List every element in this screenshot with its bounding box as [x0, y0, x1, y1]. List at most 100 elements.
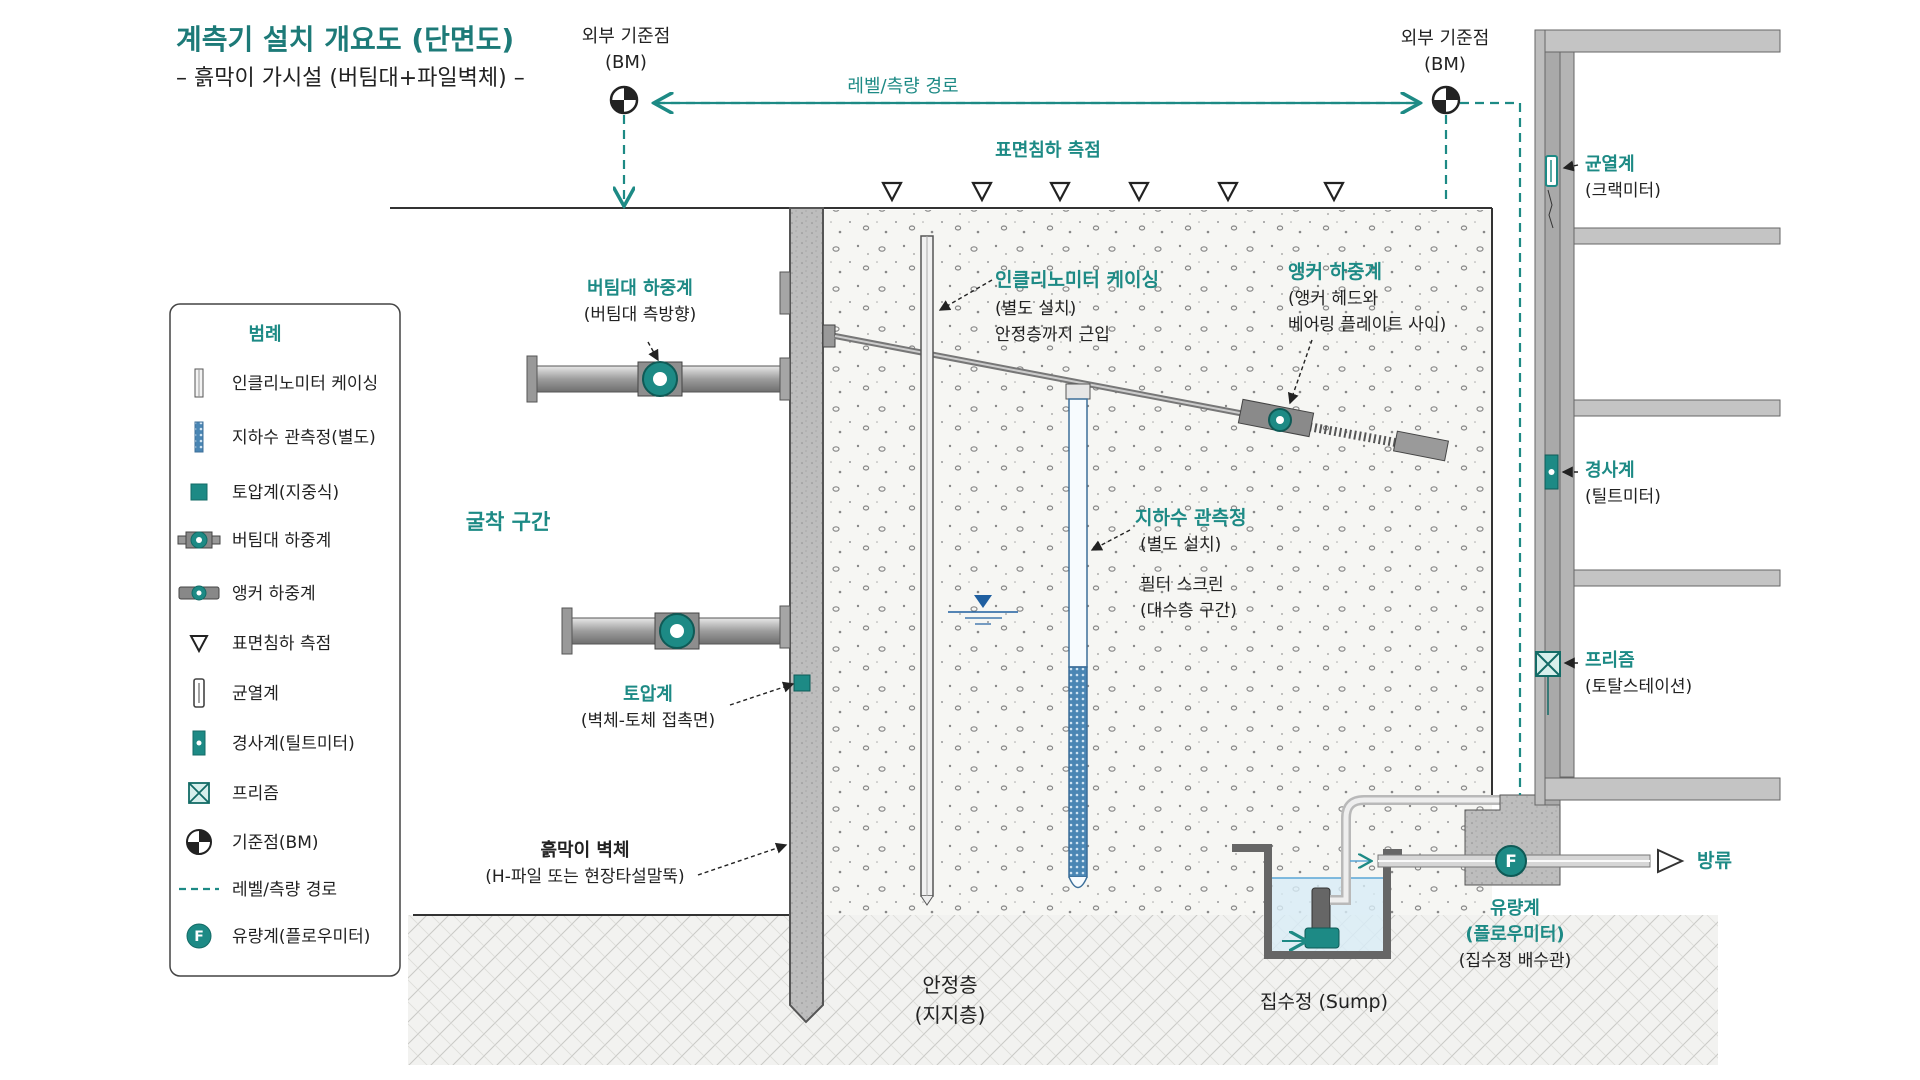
- legend-item: 인클리노미터 케이싱: [194, 368, 378, 398]
- legend-item-label: 인클리노미터 케이싱: [232, 374, 378, 394]
- strut-load-cell-lower-icon: [659, 613, 695, 649]
- legend-item: F 유량계(플로우미터): [186, 923, 370, 949]
- settlement-point-icon: [1217, 181, 1239, 203]
- settlement-point-icon: [189, 635, 209, 654]
- prism-icon: [188, 782, 210, 804]
- groundwater-line2: 필터 스크린: [1140, 575, 1224, 595]
- inclinometer-title: 인클리노미터 케이싱: [995, 269, 1159, 291]
- prism-title: 프리즘: [1585, 650, 1635, 671]
- legend-item-label: 토압계(지중식): [232, 483, 339, 503]
- bm-right-sub: (BM): [1424, 54, 1466, 75]
- settlement-point-icon: [1323, 181, 1345, 203]
- page-title: 계측기 설치 개요도 (단면도): [176, 23, 515, 56]
- tiltmeter-title: 경사계: [1585, 460, 1635, 481]
- inclinometer-casing-icon: [194, 368, 204, 398]
- earth-pressure-sub: (벽체-토체 접촉면): [581, 711, 715, 731]
- bm-left-sub: (BM): [605, 52, 647, 73]
- water-level-icon: [948, 595, 1018, 625]
- legend-item: 토압계(지중식): [190, 483, 339, 503]
- inclinometer-line1: (별도 설치): [995, 299, 1076, 319]
- stable-layer-line2: (지지층): [915, 1003, 986, 1027]
- surface-settlement-label: 표면침하 측점: [995, 140, 1101, 161]
- legend-item-label: 레벨/측량 경로: [232, 880, 337, 900]
- legend-item-label: 기준점(BM): [232, 833, 319, 853]
- groundwater-line1: (별도 설치): [1140, 535, 1221, 555]
- settlement-point-icon: [971, 181, 993, 203]
- anchor-load-cell-icon: [1237, 398, 1315, 438]
- legend-item: 표면침하 측점: [189, 634, 331, 654]
- settlement-point-icon: [1128, 181, 1150, 203]
- tiltmeter-icon: [192, 730, 206, 756]
- legend-item-label: 프리즘: [232, 784, 279, 804]
- groundwater-title: 지하수 관측정: [1135, 507, 1247, 529]
- crack-gauge-title: 균열계: [1585, 154, 1635, 175]
- legend-item: 균열계: [193, 678, 279, 708]
- sump-pit-wall: [1232, 844, 1402, 959]
- inclinometer-line2: 안정층까지 근입: [995, 325, 1110, 345]
- flowmeter-title: 유량계: [1490, 898, 1540, 919]
- earth-pressure-cell-icon: [190, 483, 208, 501]
- strut-load-cell-icon: [177, 531, 221, 549]
- legend-item-label: 지하수 관측정(별도): [232, 428, 376, 448]
- legend-item-label: 유량계(플로우미터): [232, 927, 370, 947]
- level-survey-path: [624, 103, 1522, 795]
- anchor-load-cell-title: 앵커 하중계: [1288, 261, 1382, 283]
- surface-settlement-points: [881, 181, 1345, 203]
- bm-right-label: 외부 기준점: [1401, 28, 1490, 49]
- crack-gauge-icon: [193, 678, 205, 708]
- legend-item-label: 균열계: [232, 684, 279, 704]
- sump-pump-icon: [1304, 795, 1500, 949]
- strut-load-cell-title: 버팀대 하중계: [587, 278, 693, 299]
- excavation-label: 굴착 구간: [466, 510, 551, 534]
- adjacent-building: [1534, 29, 1781, 806]
- anchor-load-cell-line2: 베어링 플레이트 사이): [1288, 315, 1446, 335]
- legend-item-label: 경사계(틸트미터): [232, 734, 355, 754]
- anchor-load-cell-icon: [178, 585, 220, 601]
- legend-item-label: 앵커 하중계: [232, 584, 316, 604]
- sump-label: 집수정 (Sump): [1260, 991, 1388, 1013]
- anchor-load-cell-line1: (앵커 헤드와: [1288, 289, 1379, 309]
- discharge-label: 방류: [1697, 850, 1732, 872]
- ground-anchor: [834, 333, 1450, 462]
- inclinometer-casing: [920, 235, 934, 906]
- crack-gauge-sub: (크랙미터): [1585, 181, 1661, 201]
- strut-load-cell-sub: (버팀대 측방향): [584, 305, 697, 325]
- legend-item: 경사계(틸트미터): [192, 730, 355, 756]
- settlement-point-icon: [1049, 181, 1071, 203]
- benchmark-left-icon: [609, 85, 639, 115]
- legend-item-label: 버팀대 하중계: [232, 531, 331, 551]
- earth-pressure-title: 토압계: [623, 684, 673, 705]
- strut-load-cell-icon: [642, 361, 678, 397]
- legend-item: 레벨/측량 경로: [179, 880, 337, 900]
- prism-icon: [1535, 651, 1561, 715]
- groundwater-well-icon: [194, 421, 204, 453]
- settlement-point-icon: [881, 181, 903, 203]
- stable-layer-ground: [408, 915, 1718, 1065]
- retaining-wall-title: 흙막이 벽체: [540, 839, 629, 861]
- leader-lines: [647, 160, 1579, 876]
- groundwater-line3: (대수층 구간): [1140, 601, 1237, 621]
- crack-gauge-icon: [1545, 155, 1558, 187]
- benchmark-icon: [186, 829, 212, 855]
- stable-layer-line1: 안정층: [922, 973, 977, 997]
- svg-text:F: F: [1505, 852, 1517, 872]
- legend-item: 프리즘: [188, 782, 279, 804]
- legend-title: 범례: [248, 324, 281, 345]
- flowmeter-line2: (집수정 배수관): [1459, 951, 1572, 971]
- page-subtitle: – 흙막이 가시설 (버팀대+파일벽체) –: [176, 66, 525, 91]
- legend-item: 버팀대 하중계: [177, 531, 331, 551]
- legend-item: 앵커 하중계: [178, 584, 316, 604]
- flowmeter-line1: (플로우미터): [1465, 924, 1564, 945]
- retaining-wall: [779, 207, 836, 1024]
- flowmeter-icon: F: [186, 923, 212, 949]
- prism-sub: (토탈스테이션): [1585, 677, 1692, 697]
- benchmark-right-icon: [1431, 85, 1461, 115]
- legend-item: 지하수 관측정(별도): [194, 421, 376, 453]
- legend-item: 기준점(BM): [186, 829, 319, 855]
- legend-item-label: 표면침하 측점: [232, 634, 331, 654]
- tiltmeter-sub: (틸트미터): [1585, 487, 1661, 507]
- tiltmeter-icon: [1544, 454, 1559, 490]
- bm-left-label: 외부 기준점: [582, 26, 671, 47]
